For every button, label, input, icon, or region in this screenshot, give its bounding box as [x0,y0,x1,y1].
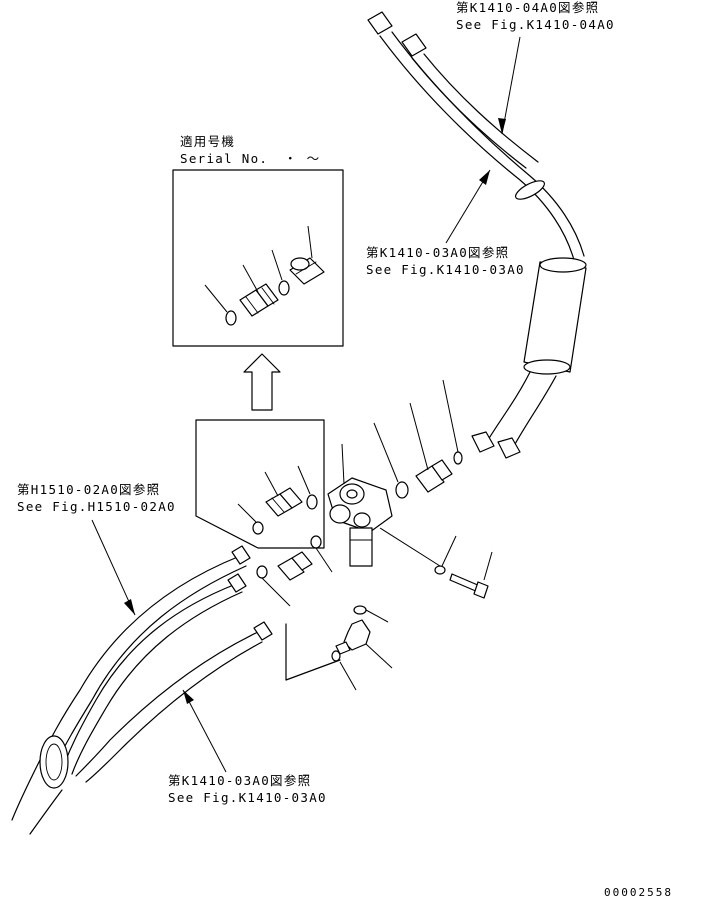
nut-icon [289,257,325,285]
o-ring-icon [353,605,367,615]
bottom-elbow-assembly [285,605,393,691]
valve-block-icon [327,443,393,567]
arrowhead-icon [479,170,490,185]
arrowhead-icon [183,690,194,704]
ref-mid-right-jp: 第K1410-03A0図参照 [366,245,509,260]
ref-left-en: See Fig.H1510-02A0 [17,499,176,514]
serial-range: ・ ～ [284,151,320,166]
bolt-assembly [379,527,493,599]
adapter-fitting-icon [239,283,279,317]
left-hose-bundle [11,545,273,835]
o-ring-icon [256,565,268,579]
ref-top-en: See Fig.K1410-04A0 [456,17,615,32]
arrowhead-icon [124,599,135,615]
ref-label-bottom: 第K1410-03A0図参照 See Fig.K1410-03A0 [168,773,327,805]
right-hose-bundle [367,11,587,459]
serial-en: Serial No. [180,151,268,166]
o-ring-icon [225,310,237,326]
serial-header: 適用号機 Serial No. ・ ～ [180,134,320,166]
ref-bottom-en: See Fig.K1410-03A0 [168,790,327,805]
ref-left-jp: 第H1510-02A0図参照 [17,482,160,497]
ref-top-jp: 第K1410-04A0図参照 [456,0,599,15]
ref-bottom-jp: 第K1410-03A0図参照 [168,773,311,788]
serial-jp: 適用号機 [180,134,235,149]
o-ring-icon [331,650,341,662]
drawing-number: 00002558 [604,886,673,899]
o-ring-icon [395,481,409,499]
hose-end-fitting-icon [367,11,393,35]
reference-arrows [91,36,521,773]
o-ring-icon [310,535,322,549]
adapter-fitting-icon [277,551,313,581]
arrowhead-icon [498,118,506,134]
serial-detail-box [172,169,344,347]
ref-mid-right-en: See Fig.K1410-03A0 [366,262,525,277]
hose-end-fitting-icon [471,431,495,453]
hose-end-fitting-icon [231,545,251,565]
ref-label-left: 第H1510-02A0図参照 See Fig.H1510-02A0 [17,482,176,514]
hose-end-fitting-icon [401,33,427,57]
detail-up-arrow [243,353,281,411]
hose-end-fitting-icon [497,437,521,459]
ref-label-mid-right: 第K1410-03A0図参照 See Fig.K1410-03A0 [366,245,525,277]
washer-icon [434,565,446,575]
hose-end-fitting-icon [227,573,247,593]
hose-guard-icon [523,257,587,375]
callout-outline [195,419,325,549]
adapter-fitting-icon [265,487,303,517]
valve-right-fittings [373,379,463,499]
o-ring-icon [278,280,290,296]
callout-parts [237,465,333,607]
grommet-icon [39,735,69,789]
clamp-icon [514,180,546,200]
elbow-fitting-icon [335,619,371,655]
o-ring-icon [252,521,264,535]
o-ring-icon [453,451,463,465]
o-ring-icon [306,494,318,510]
hose-end-fitting-icon [253,621,273,641]
adapter-fitting-icon [415,459,453,493]
ref-label-top: 第K1410-04A0図参照 See Fig.K1410-04A0 [456,0,615,32]
